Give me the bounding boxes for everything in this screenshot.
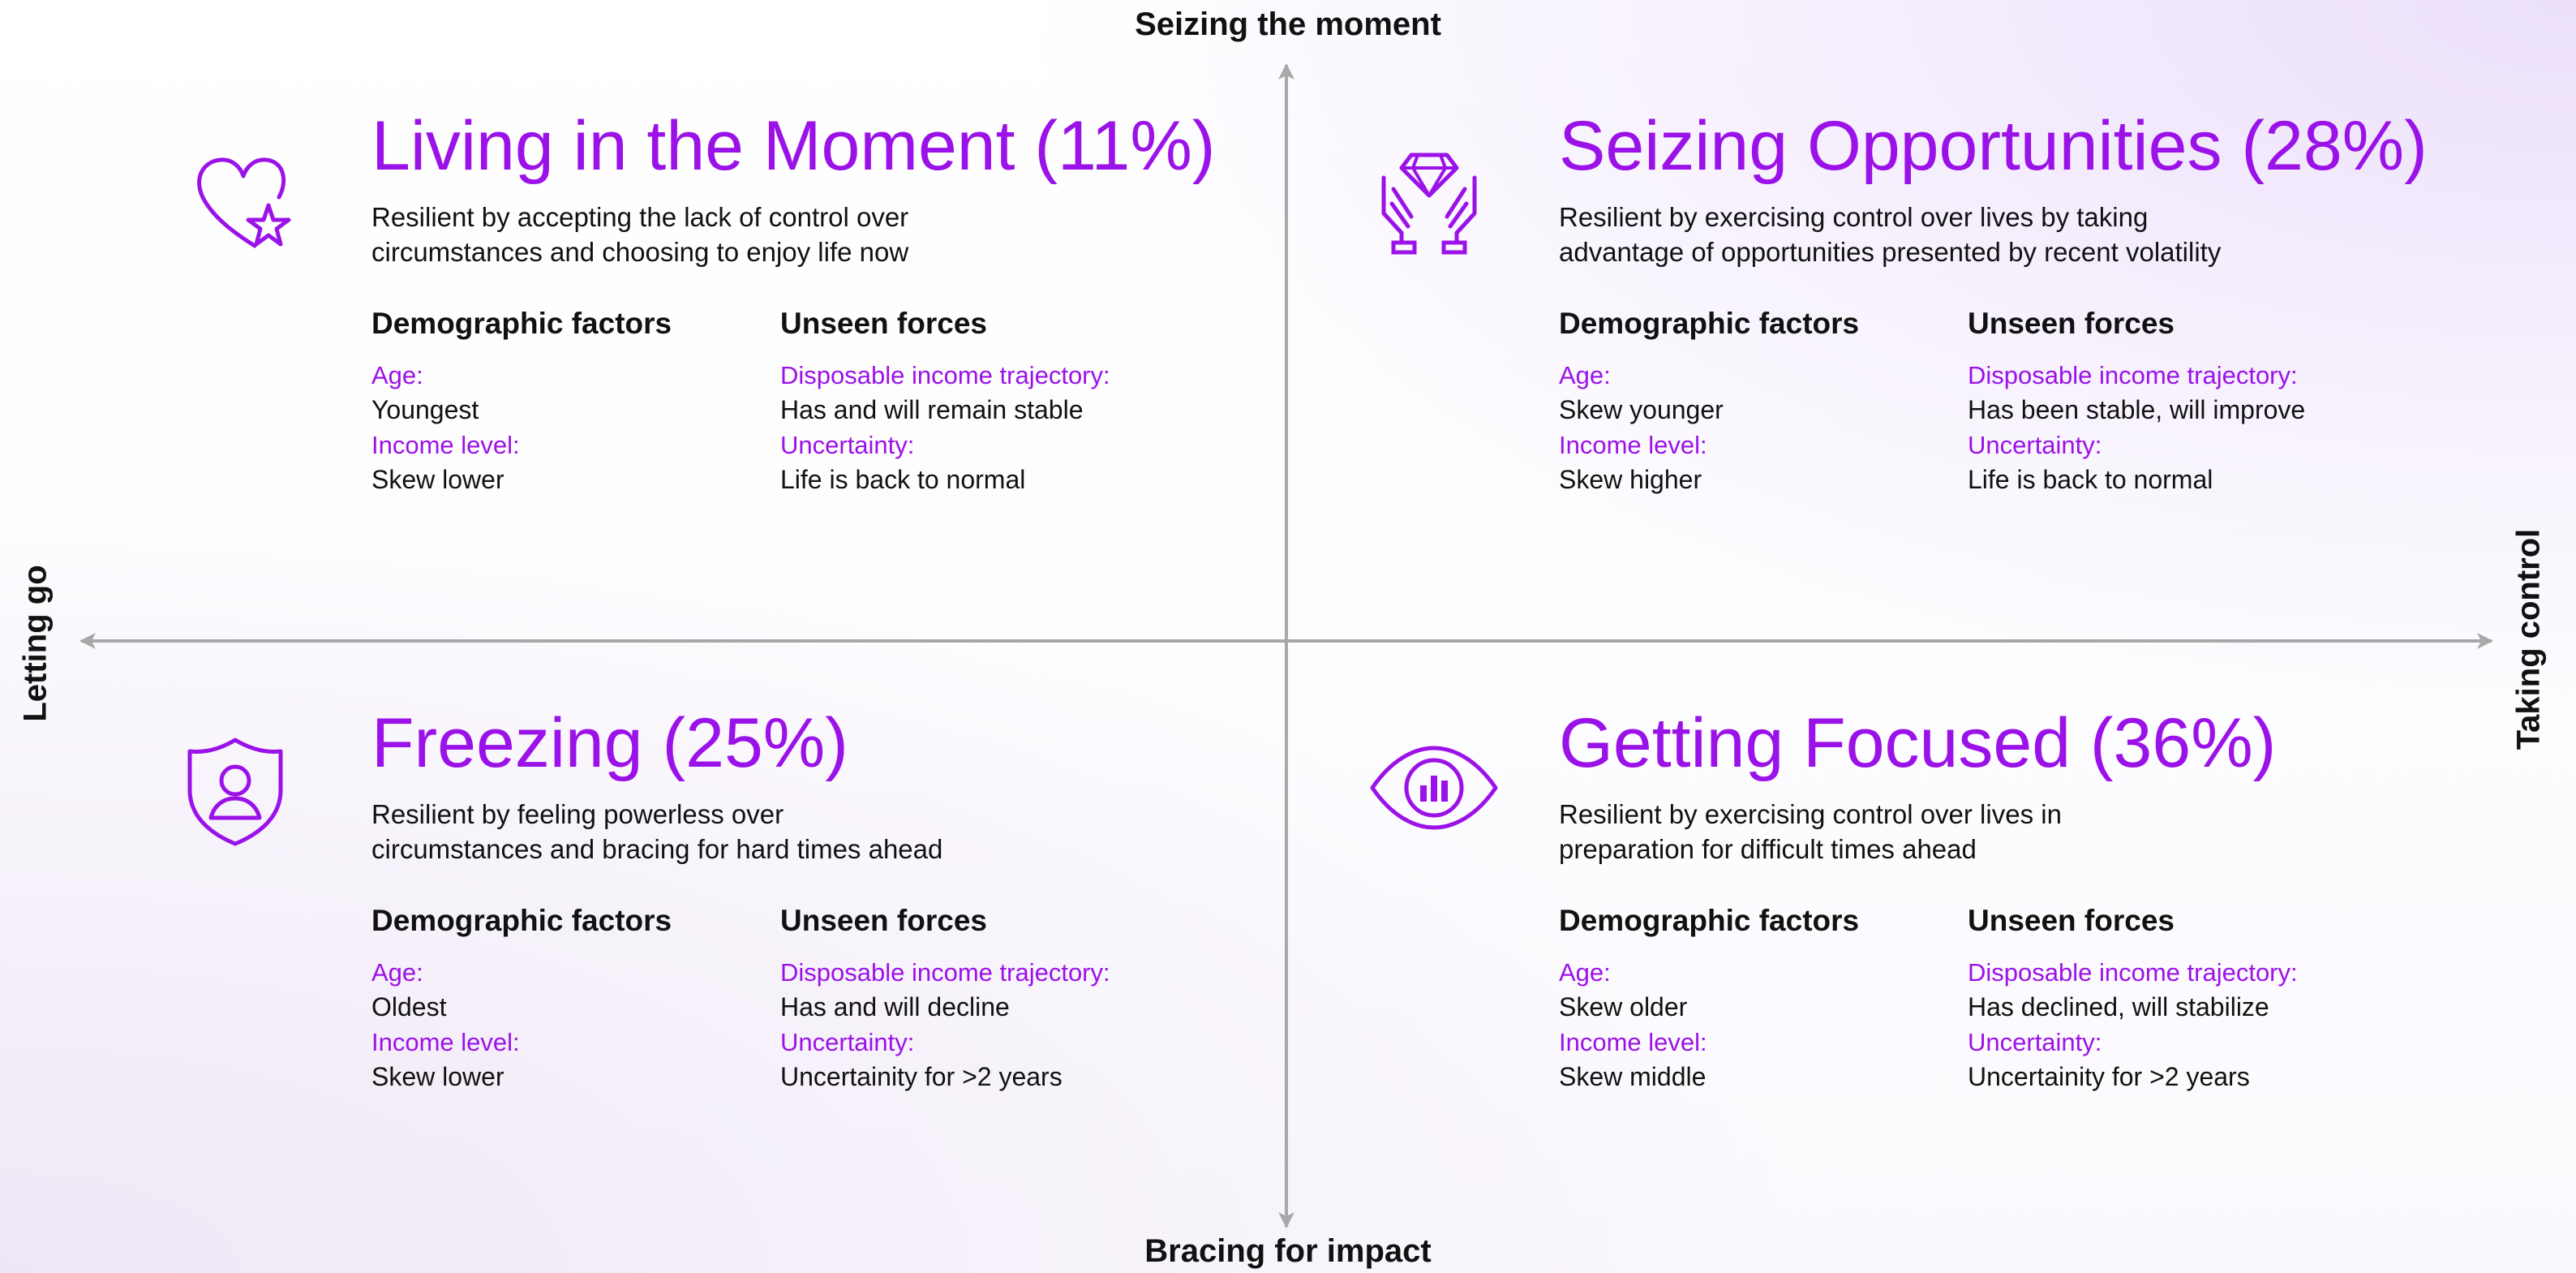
uncertainty-value: Uncertainity for >2 years	[780, 1062, 1063, 1091]
unseen-header: Unseen forces	[780, 307, 987, 340]
demographic-factors: Demographic factors Age: Oldest Income l…	[371, 902, 672, 1094]
demographic-header: Demographic factors	[1559, 904, 1860, 937]
axis-label-top: Seizing the moment	[1135, 6, 1441, 42]
demographic-header: Demographic factors	[371, 307, 672, 340]
axis-label-bottom: Bracing for impact	[1144, 1233, 1432, 1269]
quadrant-title: Seizing Opportunities (28%)	[1559, 107, 2428, 185]
age-label: Age:	[371, 958, 423, 987]
hands-diamond-icon	[1372, 142, 1486, 260]
uncertainty-value: Uncertainity for >2 years	[1968, 1062, 2250, 1091]
age-value: Skew younger	[1559, 395, 1724, 424]
uncertainty-value: Life is back to normal	[780, 465, 1026, 494]
uncertainty-label: Uncertainty:	[1968, 1028, 2102, 1056]
unseen-header: Unseen forces	[1968, 904, 2175, 937]
demographic-header: Demographic factors	[371, 904, 672, 937]
uncertainty-value: Life is back to normal	[1968, 465, 2213, 494]
age-label: Age:	[371, 361, 423, 389]
quadrant-description: Resilient by exercising control over liv…	[1559, 799, 2062, 864]
trajectory-value: Has declined, will stabilize	[1968, 992, 2269, 1021]
heart-star-icon	[185, 142, 298, 260]
demographic-factors: Demographic factors Age: Youngest Income…	[371, 305, 672, 497]
shield-person-icon	[185, 733, 298, 851]
age-value: Youngest	[371, 395, 479, 424]
eye-chart-icon	[1369, 743, 1499, 836]
trajectory-value: Has and will decline	[780, 992, 1010, 1021]
quadrant-description: Resilient by accepting the lack of contr…	[371, 202, 909, 267]
unseen-forces: Unseen forces Disposable income trajecto…	[780, 305, 1110, 497]
trajectory-label: Disposable income trajectory:	[780, 958, 1110, 987]
income-value: Skew higher	[1559, 465, 1702, 494]
quadrant-description: Resilient by feeling powerless over circ…	[371, 799, 943, 864]
demographic-factors: Demographic factors Age: Skew older Inco…	[1559, 902, 1859, 1094]
income-label: Income level:	[371, 1028, 520, 1056]
trajectory-value: Has and will remain stable	[780, 395, 1084, 424]
trajectory-label: Disposable income trajectory:	[1968, 958, 2298, 987]
age-label: Age:	[1559, 361, 1611, 389]
income-label: Income level:	[371, 431, 520, 459]
unseen-header: Unseen forces	[1968, 307, 2175, 340]
demographic-header: Demographic factors	[1559, 307, 1860, 340]
age-value: Skew older	[1559, 992, 1688, 1021]
income-value: Skew lower	[371, 1062, 504, 1091]
income-value: Skew lower	[371, 465, 504, 494]
axis-label-left: Letting go	[17, 565, 54, 722]
quadrant-description: Resilient by exercising control over liv…	[1559, 202, 2222, 267]
trajectory-label: Disposable income trajectory:	[780, 361, 1110, 389]
quadrant-title: Freezing (25%)	[371, 704, 848, 782]
unseen-header: Unseen forces	[780, 904, 987, 937]
income-label: Income level:	[1559, 1028, 1707, 1056]
unseen-forces: Unseen forces Disposable income trajecto…	[1968, 902, 2298, 1094]
unseen-forces: Unseen forces Disposable income trajecto…	[780, 902, 1110, 1094]
income-value: Skew middle	[1559, 1062, 1707, 1091]
income-label: Income level:	[1559, 431, 1707, 459]
uncertainty-label: Uncertainty:	[780, 431, 915, 459]
uncertainty-label: Uncertainty:	[1968, 431, 2102, 459]
uncertainty-label: Uncertainty:	[780, 1028, 915, 1056]
quadrant-title: Getting Focused (36%)	[1559, 704, 2277, 782]
trajectory-label: Disposable income trajectory:	[1968, 361, 2298, 389]
quadrant-title: Living in the Moment (11%)	[371, 107, 1216, 185]
demographic-factors: Demographic factors Age: Skew younger In…	[1559, 305, 1859, 497]
age-label: Age:	[1559, 958, 1611, 987]
unseen-forces: Unseen forces Disposable income trajecto…	[1968, 305, 2305, 497]
trajectory-value: Has been stable, will improve	[1968, 395, 2306, 424]
age-value: Oldest	[371, 992, 447, 1021]
